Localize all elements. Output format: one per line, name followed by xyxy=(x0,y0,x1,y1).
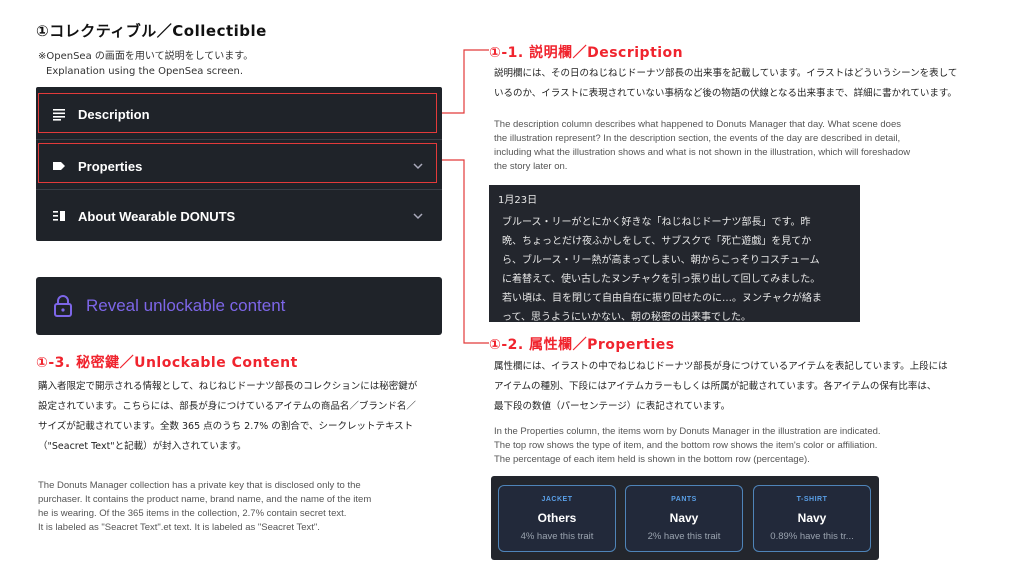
description-highlight-box xyxy=(38,93,437,133)
tag-icon xyxy=(53,162,65,170)
trait-tshirt[interactable]: T-SHIRT Navy 0.89% have this tr... xyxy=(753,485,871,552)
chevron-down-icon xyxy=(413,163,423,170)
lines-icon xyxy=(53,109,65,121)
opensea-accordion-panel: Description Properties About Wearable DO… xyxy=(36,87,442,241)
properties-heading: ①-2. 属性欄／Properties xyxy=(489,337,675,353)
divider xyxy=(36,189,442,190)
divider xyxy=(36,139,442,140)
note-english: Explanation using the OpenSea screen. xyxy=(46,66,244,77)
note-japanese: ※OpenSea の画面を用いて説明をしています。 xyxy=(38,51,254,62)
description-date: 1月23日 xyxy=(498,195,538,206)
unlockable-label: Reveal unlockable content xyxy=(86,296,286,315)
trait-pants[interactable]: PANTS Navy 2% have this trait xyxy=(625,485,743,552)
unlockable-heading: ①-3. 秘密鍵／Unlockable Content xyxy=(36,355,298,371)
description-body: ブルース・リーがとにかく好きな「ねじねじドーナツ部長」です。昨 晩、ちょっとだけ… xyxy=(502,217,822,323)
description-row[interactable]: Description xyxy=(36,89,442,139)
list-icon xyxy=(53,211,65,221)
lock-icon xyxy=(54,295,72,317)
about-row-label: About Wearable DONUTS xyxy=(78,208,236,224)
unlockable-content-button[interactable]: Reveal unlockable content xyxy=(36,277,442,335)
properties-en-text: In the Properties column, the items worn… xyxy=(494,426,881,465)
unlockable-jp-text: 購入者限定で開示される情報として、ねじねじドーナツ部長のコレクションには秘密鍵が… xyxy=(38,381,418,452)
description-heading: ①-1. 説明欄／Description xyxy=(489,45,684,61)
trait-jacket[interactable]: JACKET Others 4% have this trait xyxy=(498,485,616,552)
page-title: ①コレクティブル／Collectible xyxy=(36,22,267,40)
properties-row-label: Properties xyxy=(78,158,143,174)
description-jp-text: 説明欄には、その日のねじねじドーナツ部長の出来事を記載しています。イラストはどう… xyxy=(494,68,958,99)
properties-row[interactable]: Properties xyxy=(36,141,442,191)
unlockable-en-text: The Donuts Manager collection has a priv… xyxy=(38,480,372,533)
properties-highlight-box xyxy=(38,143,437,183)
description-card: 1月23日 ブルース・リーがとにかく好きな「ねじねじドーナツ部長」です。昨 晩、… xyxy=(489,185,860,323)
properties-jp-text: 属性欄には、イラストの中でねじねじドーナツ部長が身につけているアイテムを表記して… xyxy=(494,361,948,412)
description-en-text: The description column describes what ha… xyxy=(494,119,911,172)
properties-traits-card: JACKET Others 4% have this trait PANTS N… xyxy=(491,476,879,560)
description-row-label: Description xyxy=(78,106,150,122)
chevron-down-icon xyxy=(413,213,423,220)
about-row[interactable]: About Wearable DONUTS xyxy=(36,191,442,241)
